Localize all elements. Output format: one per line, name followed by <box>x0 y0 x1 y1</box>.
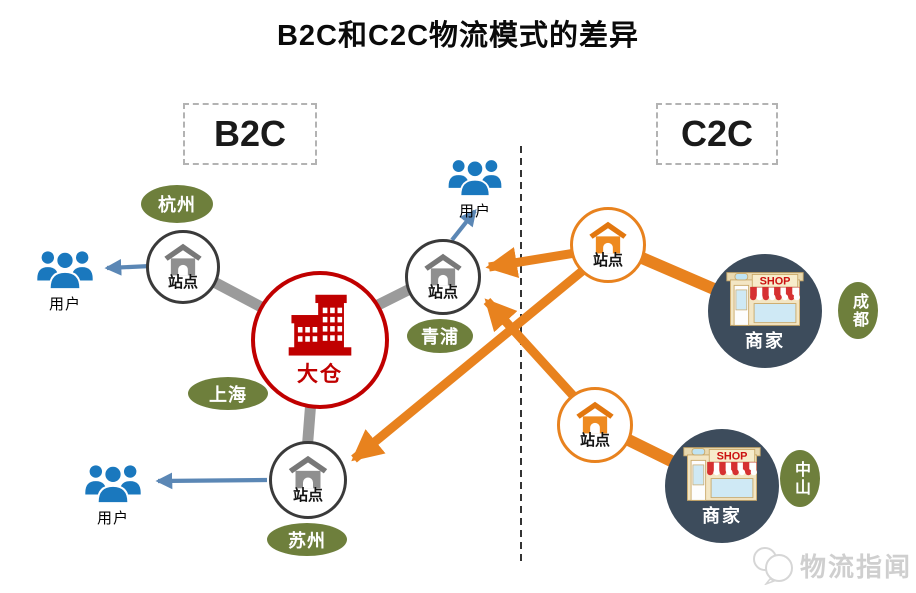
watermark: 物流指闻 <box>750 545 912 585</box>
warehouse-node: 大仓 <box>251 271 389 409</box>
arrow-qingpu-user <box>450 209 477 242</box>
watermark-text: 物流指闻 <box>799 551 912 582</box>
arrow-station1-suzhou <box>351 259 595 463</box>
house-icon <box>288 455 328 489</box>
merchant-zhongshan: SHOP 商家 <box>665 429 779 543</box>
page-title: B2C和C2C物流模式的差异 <box>276 20 640 52</box>
users-icon <box>85 464 141 504</box>
user-top: 用户 <box>447 157 503 221</box>
watermark-logo-icon <box>752 547 793 585</box>
c2c-section-label: C2C <box>656 103 778 165</box>
station-label: 站点 <box>167 273 198 291</box>
house-icon <box>589 221 627 253</box>
svg-text:SHOP: SHOP <box>717 450 748 462</box>
house-icon <box>164 243 202 275</box>
users-icon <box>37 250 93 290</box>
station-label: 站点 <box>592 251 623 269</box>
arrow-station2-qingpu <box>483 297 592 416</box>
city-pill-chengdu: 成都 <box>838 282 878 339</box>
warehouse-label: 大仓 <box>297 363 343 386</box>
warehouse-building-icon <box>288 294 352 356</box>
merchant-chengdu: SHOP 商家 <box>708 254 822 368</box>
station-label: 站点 <box>427 283 458 301</box>
user-label: 用户 <box>458 203 491 220</box>
arrow-suzhou-user <box>155 472 268 490</box>
svg-text:SHOP: SHOP <box>760 275 791 287</box>
station-c2c-bottom: 站点 <box>557 387 633 463</box>
user-label: 用户 <box>96 510 129 527</box>
station-qingpu: 站点 <box>405 239 481 315</box>
shop-icon: SHOP <box>726 272 804 326</box>
city-pill-shanghai: 上海 <box>188 377 268 410</box>
station-hangzhou: 站点 <box>146 230 220 304</box>
user-bottom: 用户 <box>84 462 142 528</box>
arrow-hangzhou-user <box>104 258 152 276</box>
merchant-label: 商家 <box>702 506 742 526</box>
city-pill-hangzhou: 杭州 <box>141 185 213 223</box>
station-suzhou: 站点 <box>269 441 347 519</box>
station-c2c-top: 站点 <box>570 207 646 283</box>
merchant-label: 商家 <box>745 331 785 351</box>
city-pill-qingpu: 青浦 <box>407 319 473 353</box>
city-pill-zhongshan: 中山 <box>780 450 820 507</box>
house-icon <box>424 253 462 285</box>
users-icon <box>448 159 502 197</box>
house-icon <box>576 401 614 433</box>
station-label: 站点 <box>579 431 610 449</box>
user-left: 用户 <box>36 248 94 314</box>
shop-icon: SHOP <box>683 447 761 501</box>
user-label: 用户 <box>48 296 81 313</box>
station-label: 站点 <box>292 487 323 504</box>
b2c-section-label: B2C <box>183 103 317 165</box>
city-pill-suzhou: 苏州 <box>267 523 347 556</box>
